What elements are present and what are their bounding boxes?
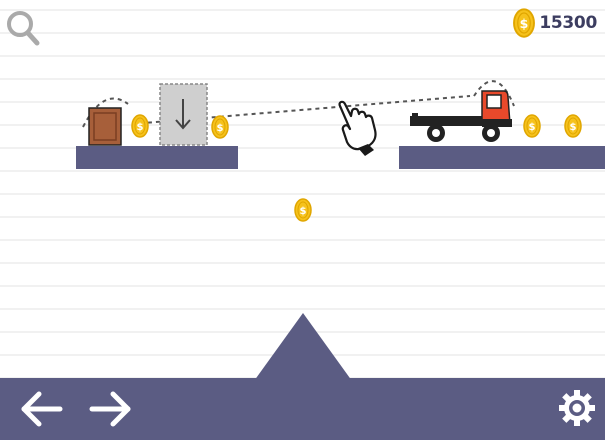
drop-box[interactable] (159, 83, 208, 146)
coin[interactable] (294, 198, 312, 222)
center-triangle-ramp (254, 313, 352, 381)
truck-jump-hint (473, 80, 515, 107)
pointing-hand-icon (338, 100, 377, 156)
arrow-left-icon (21, 391, 63, 427)
coin[interactable] (131, 114, 149, 138)
wooden-crate[interactable] (88, 107, 122, 146)
coin[interactable] (523, 114, 541, 138)
dollar-coin-icon (513, 8, 536, 38)
magnifier-icon (7, 11, 40, 46)
right-platform (399, 146, 605, 169)
crate-jump-hint (82, 97, 129, 128)
truck-flatbed (410, 116, 488, 126)
move-right-button[interactable] (84, 386, 134, 432)
coin-count: 15300 (539, 13, 597, 33)
search-button[interactable] (4, 8, 42, 50)
coin-counter: 15300 (513, 8, 597, 38)
truck-rear-wheel (427, 124, 445, 142)
truck-front-wheel (482, 124, 500, 142)
settings-button[interactable] (552, 384, 600, 434)
coin[interactable] (564, 114, 582, 138)
left-platform (76, 146, 238, 169)
gear-icon (559, 390, 595, 426)
down-arrow-icon (175, 99, 191, 130)
arrow-right-icon (89, 391, 131, 427)
move-left-button[interactable] (14, 386, 64, 432)
flatbed-truck[interactable] (410, 90, 512, 142)
truck-window (486, 94, 502, 109)
coin[interactable] (211, 115, 229, 139)
